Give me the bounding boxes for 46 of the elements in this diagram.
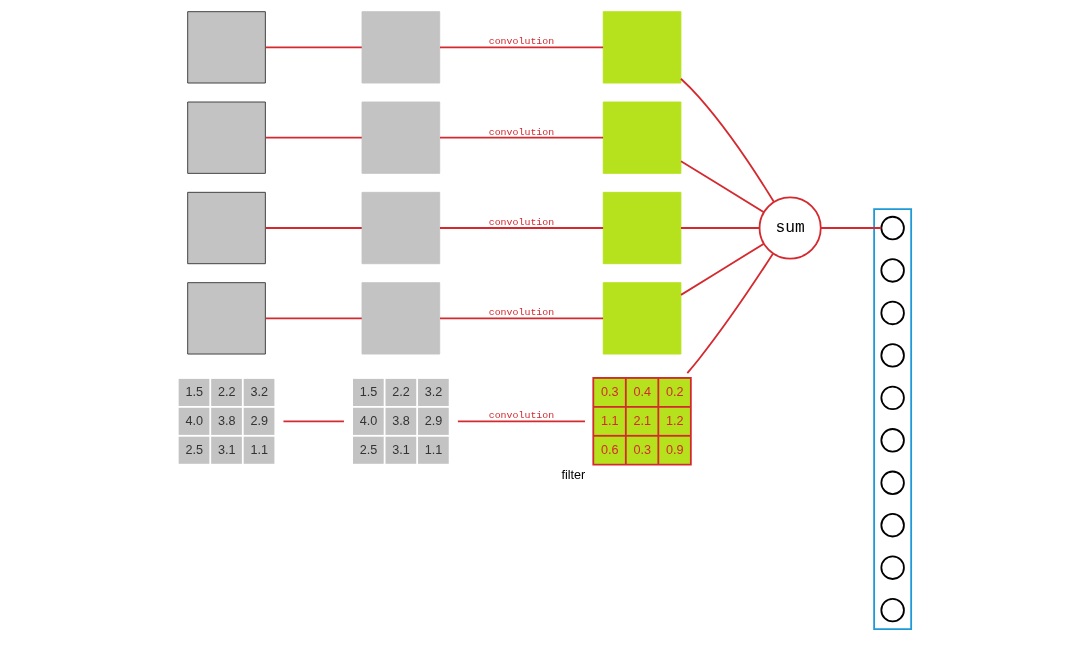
connector <box>439 46 604 49</box>
connector <box>264 317 363 320</box>
edge-label: convolution <box>488 410 555 422</box>
node-circle <box>880 513 905 538</box>
node-circle <box>880 385 905 411</box>
connector <box>457 420 586 423</box>
connector <box>820 227 883 229</box>
connector <box>264 46 363 49</box>
connector <box>680 227 761 229</box>
connector <box>439 227 604 229</box>
node-box <box>602 11 682 84</box>
node-box <box>361 11 441 84</box>
node-circle <box>880 428 905 453</box>
node-box <box>187 11 266 84</box>
connector <box>282 420 345 423</box>
node-box <box>187 191 266 265</box>
node-box <box>361 282 441 355</box>
connector <box>264 136 363 139</box>
connector <box>264 227 363 229</box>
connector <box>439 317 604 320</box>
node-circle <box>880 597 905 623</box>
edge-label: convolution <box>488 36 555 48</box>
node-box <box>361 191 441 265</box>
node-circle <box>880 343 905 368</box>
node-box <box>187 101 266 174</box>
edge-label: convolution <box>488 126 555 138</box>
edge-label: convolution <box>488 217 555 229</box>
cluster <box>873 208 913 630</box>
node-circle <box>880 470 905 495</box>
node-label: filter <box>561 468 586 483</box>
node-box <box>602 101 682 174</box>
node-box <box>361 101 441 174</box>
edge-label: convolution <box>488 307 555 319</box>
node-circle <box>880 300 905 326</box>
node-circle <box>880 555 905 580</box>
node-box <box>187 282 266 355</box>
connector <box>686 252 774 375</box>
connector <box>680 242 765 296</box>
connector <box>680 77 775 203</box>
node-circle: sum <box>758 196 822 260</box>
node-circle <box>880 215 905 241</box>
node-box <box>602 191 682 265</box>
node-circle <box>880 258 905 283</box>
connector <box>680 160 765 214</box>
node-box <box>602 282 682 355</box>
connector <box>439 136 604 139</box>
